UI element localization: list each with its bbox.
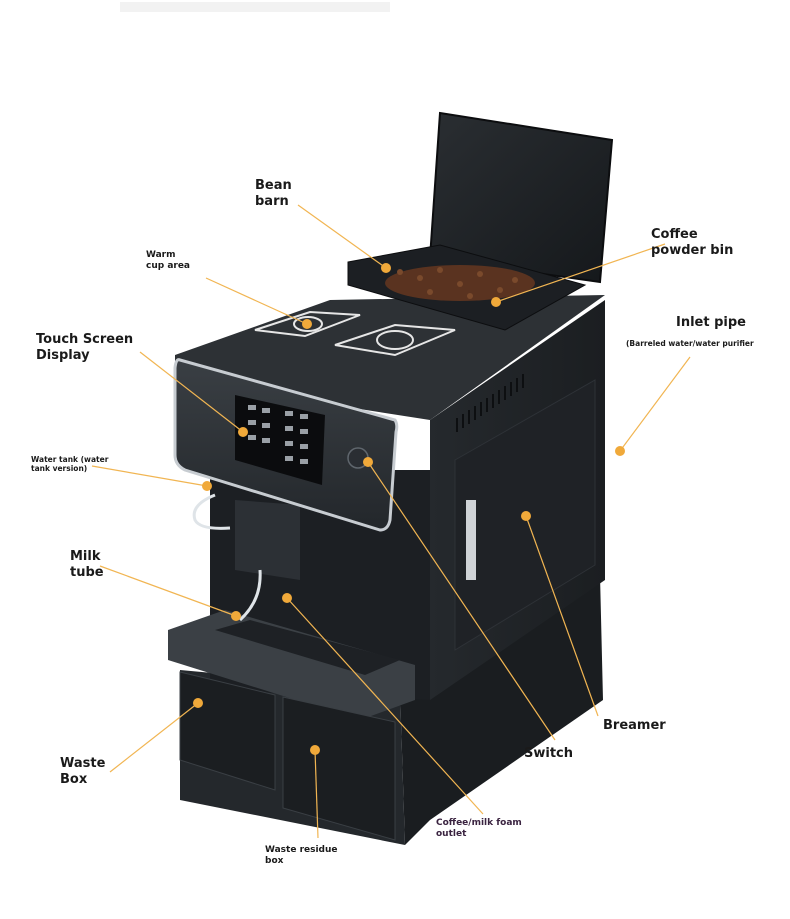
label-waste-box: Waste Box xyxy=(60,756,106,788)
label-water-tank: Water tank (water tank version) xyxy=(31,455,109,474)
label-warm-cup-area: Warm cup area xyxy=(146,250,191,272)
milk-tube xyxy=(192,493,262,622)
leader-warm-cup xyxy=(205,277,308,325)
label-bean-barn: Bean barn xyxy=(255,178,292,210)
label-inlet-pipe: Inlet pipe xyxy=(676,315,746,330)
screen-icons xyxy=(248,405,308,464)
label-milk-tube: Milk tube xyxy=(70,549,104,581)
leader-waste-box xyxy=(109,702,199,773)
leader-waste-residue xyxy=(314,749,319,839)
vent-slots xyxy=(456,374,524,432)
base-side xyxy=(400,575,603,845)
label-coffee-powder-bin: Coffee powder bin xyxy=(651,227,734,259)
leader-switch xyxy=(367,461,556,741)
leader-breamer xyxy=(525,515,599,717)
leader-bean-barn xyxy=(297,204,387,269)
drip-tray xyxy=(168,610,415,720)
leader-lines xyxy=(91,204,691,839)
waste-box xyxy=(179,671,276,791)
label-inlet-pipe-note: (Barreled water/water purifier xyxy=(626,339,754,348)
warm-cup-pads xyxy=(254,310,456,357)
side-handle xyxy=(466,500,476,580)
leader-dots xyxy=(193,263,625,755)
leader-water-tank xyxy=(91,465,208,487)
leader-coffee-outlet xyxy=(286,597,484,815)
waste-residue-box xyxy=(282,696,396,841)
label-breamer: Breamer xyxy=(603,718,666,733)
top-strip xyxy=(120,2,390,12)
drip-grate xyxy=(215,620,400,675)
hopper-lid xyxy=(428,111,614,284)
leader-powder-bin xyxy=(495,243,666,303)
dispenser-head xyxy=(235,500,300,580)
label-coffee-milk-outlet: Coffee/milk foam outlet xyxy=(436,818,522,840)
leader-milk-tube xyxy=(99,565,237,617)
bean-texture xyxy=(397,267,518,299)
leader-inlet-pipe xyxy=(619,356,691,452)
label-waste-residue-box: Waste residue box xyxy=(265,845,338,867)
label-switch: Switch xyxy=(524,746,574,761)
leader-touch-screen xyxy=(139,351,244,433)
label-touch-screen: Touch Screen Display xyxy=(36,332,134,364)
